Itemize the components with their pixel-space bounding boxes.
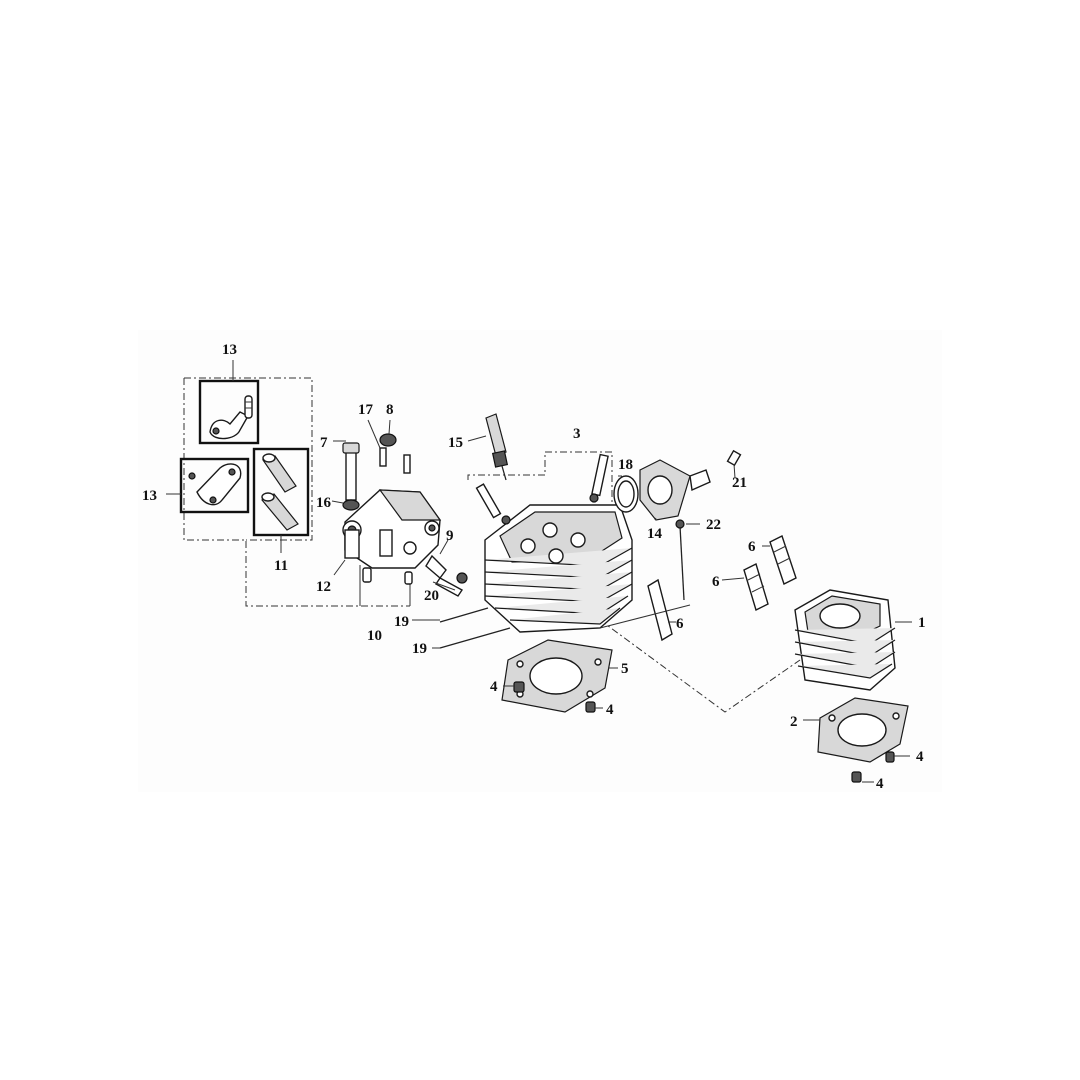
rocker-shaft-box (252, 447, 310, 537)
callout-16: 16 (316, 495, 332, 511)
callout-6-lower: 6 (676, 616, 684, 632)
callout-4-base-bottom: 4 (876, 776, 884, 792)
callout-22: 22 (706, 517, 721, 533)
decompression-lever (425, 554, 468, 597)
cylinder-head (475, 453, 633, 633)
callout-20: 20 (424, 588, 439, 604)
dowel-pin (885, 751, 895, 763)
base-gasket (817, 697, 909, 763)
callout-labels: 13 13 11 17 8 7 16 12 9 20 10 19 19 15 3… (142, 342, 926, 792)
head-gasket (501, 639, 613, 713)
callout-14: 14 (647, 526, 663, 542)
callout-5: 5 (621, 661, 629, 677)
valve-guides (647, 535, 797, 642)
rocker-arm-box-upper (198, 379, 260, 445)
cylinder-block (794, 589, 896, 691)
callout-19-upper: 19 (394, 614, 409, 630)
dowel-pin (851, 771, 862, 783)
cam-holder (342, 433, 442, 585)
callout-11: 11 (274, 558, 288, 574)
dowel-pin (513, 681, 525, 693)
callout-17: 17 (358, 402, 374, 418)
leader-lines (166, 360, 912, 783)
callout-7: 7 (320, 435, 328, 451)
spark-plug (485, 413, 509, 481)
callout-13-left: 13 (142, 488, 157, 504)
callout-4-gasket-left: 4 (490, 679, 498, 695)
callout-15: 15 (448, 435, 463, 451)
dowel-pin (585, 701, 596, 713)
long-stud (675, 519, 685, 601)
callout-4-gasket-right: 4 (606, 702, 614, 718)
callout-19-lower: 19 (412, 641, 427, 657)
callout-18: 18 (618, 457, 633, 473)
callout-10: 10 (367, 628, 382, 644)
callout-1: 1 (918, 615, 926, 631)
callout-13-upper: 13 (222, 342, 237, 358)
callout-2: 2 (790, 714, 798, 730)
callout-6-upper: 6 (748, 539, 756, 555)
callout-9: 9 (446, 528, 454, 544)
callout-21: 21 (732, 475, 747, 491)
callout-12: 12 (316, 579, 331, 595)
rocker-arm-box-left (179, 457, 250, 514)
callout-3: 3 (573, 426, 581, 442)
callout-6-middle: 6 (712, 574, 720, 590)
intake-manifold (613, 449, 742, 521)
group-brackets (183, 377, 801, 713)
callout-8: 8 (386, 402, 394, 418)
studs (439, 607, 511, 649)
callout-4-base-right: 4 (916, 749, 924, 765)
